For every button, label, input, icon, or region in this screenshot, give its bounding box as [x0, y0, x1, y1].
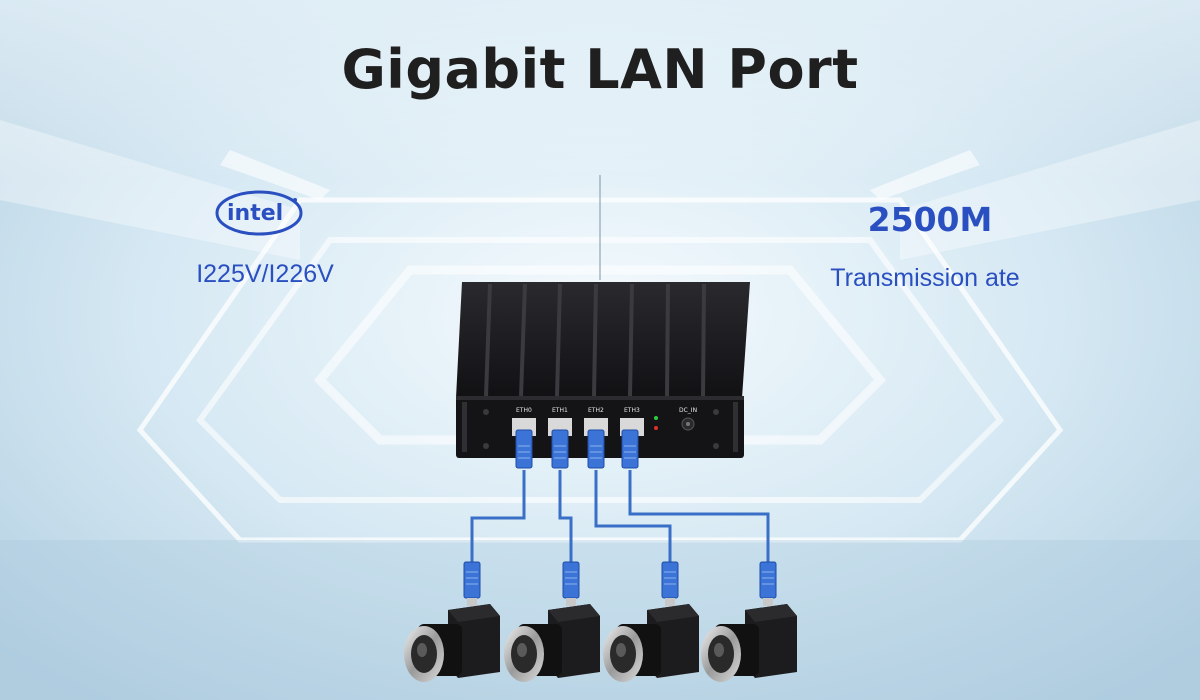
chip-model-label: I225V/I226V [196, 260, 334, 288]
intel-logo: intel [215, 190, 303, 236]
speed-label: Transmission ate [830, 264, 1020, 292]
port-label-eth3: ETH3 [624, 407, 640, 414]
svg-text:intel: intel [227, 201, 283, 226]
ethernet-cable-icon [470, 470, 770, 570]
dc-in-label: DC_IN [679, 407, 697, 414]
port-label-eth2: ETH2 [588, 407, 604, 414]
banner-title: Gigabit LAN Port [341, 38, 859, 101]
industrial-camera-icon [404, 604, 797, 682]
port-label-eth0: ETH0 [516, 407, 532, 414]
speed-value: 2500M [867, 200, 993, 239]
port-label-eth1: ETH1 [552, 407, 568, 414]
